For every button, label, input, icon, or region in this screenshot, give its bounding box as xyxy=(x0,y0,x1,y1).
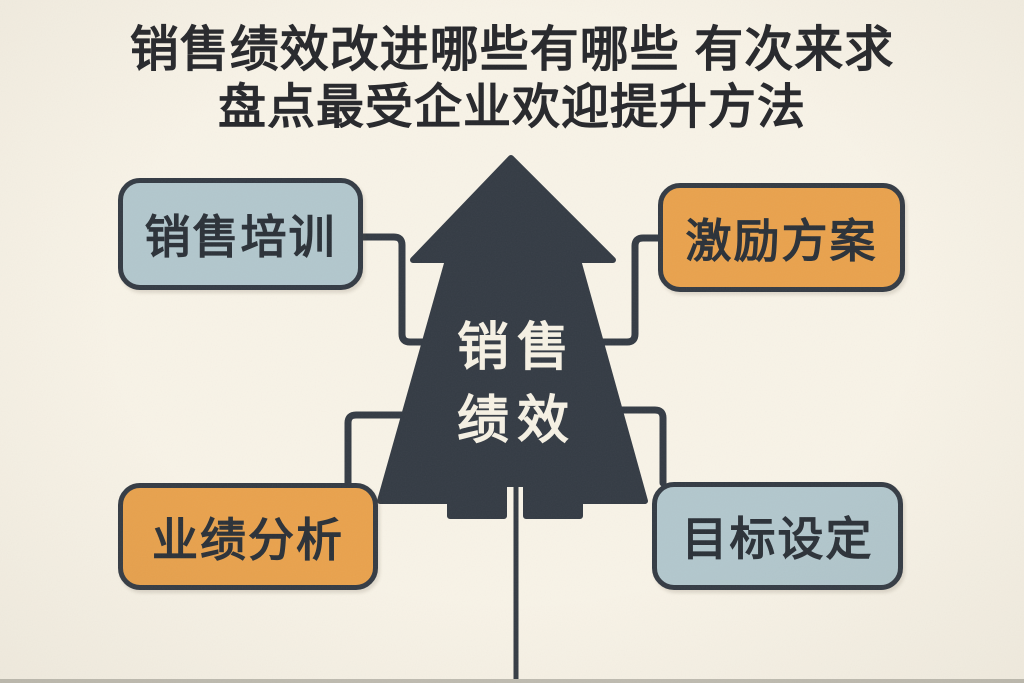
title-line-1: 销售绩效改进哪些有哪些 有次来求 xyxy=(129,23,895,77)
node-goal-setting-label: 目标设定 xyxy=(681,513,874,565)
node-performance-analysis-label: 业绩分析 xyxy=(152,513,344,566)
node-performance-analysis: 业绩分析 xyxy=(118,483,378,590)
arrow-label-line-2: 绩效 xyxy=(456,392,578,450)
page-title: 销售绩效改进哪些有哪些 有次来求 盘点最受企业欢迎提升方法 xyxy=(0,22,1024,136)
node-incentive-plan-label: 激励方案 xyxy=(685,214,878,267)
node-incentive-plan: 激励方案 xyxy=(658,183,905,292)
node-sales-training: 销售培训 xyxy=(118,178,363,290)
node-sales-training-label: 销售培训 xyxy=(144,211,337,263)
bottom-edge-strip xyxy=(0,679,1024,683)
title-line-2: 盘点最受企业欢迎提升方法 xyxy=(217,80,806,134)
arrow-label-line-1: 销售 xyxy=(456,319,578,377)
node-goal-setting: 目标设定 xyxy=(652,482,903,590)
